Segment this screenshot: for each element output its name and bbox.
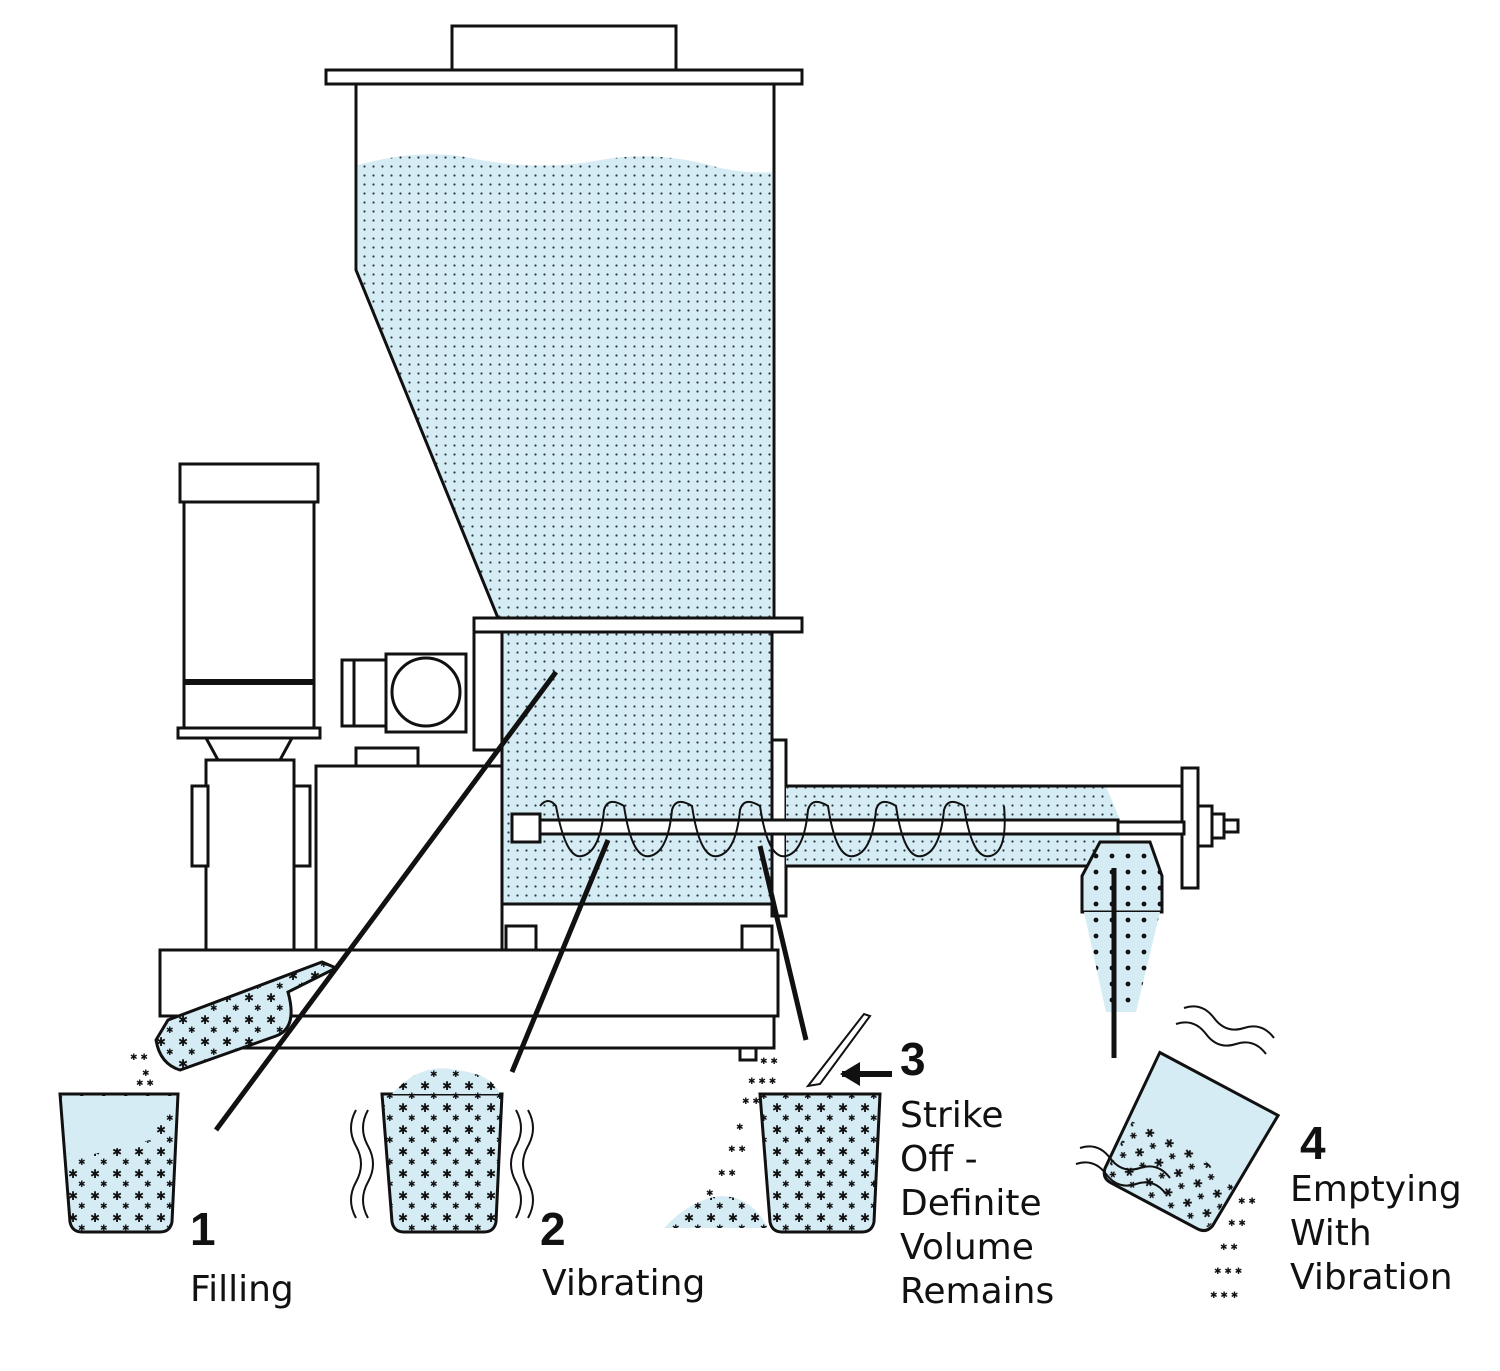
vibration-waves-right — [510, 1109, 522, 1219]
svg-text:✱ ✱ ✱: ✱ ✱ ✱ — [748, 1077, 776, 1087]
svg-text:✱ ✱: ✱ ✱ — [760, 1057, 778, 1067]
svg-text:✱: ✱ — [142, 1069, 150, 1079]
hopper-material — [358, 154, 772, 618]
container-2 — [380, 1092, 504, 1234]
svg-text:✱ ✱: ✱ ✱ — [1238, 1197, 1256, 1207]
strike-off-blade — [805, 1012, 872, 1088]
step-label-1: Filling — [190, 1269, 294, 1310]
side-plate — [472, 630, 504, 752]
vibration-waves-top — [1175, 1021, 1267, 1055]
leader-line-2 — [509, 839, 611, 1073]
auger-shaft — [536, 818, 1120, 836]
motor-coupling — [204, 758, 296, 952]
step-label-2: Vibrating — [542, 1263, 706, 1304]
vibration-waves-bottom — [1079, 1145, 1171, 1179]
step-number-3: 3 — [900, 1033, 926, 1085]
spilled-material — [664, 1196, 768, 1228]
svg-text:✱ ✱: ✱ ✱ — [718, 1169, 736, 1179]
gear-wheel — [390, 656, 462, 728]
svg-text:✱ ✱: ✱ ✱ — [136, 1079, 154, 1089]
svg-text:✱ ✱ ✱: ✱ ✱ ✱ — [1210, 1291, 1238, 1301]
step-label-4: Emptying With Vibration — [1290, 1169, 1462, 1298]
motor-body — [182, 500, 316, 730]
leader-line-3 — [757, 845, 809, 1041]
auger-flight — [539, 800, 1006, 858]
step-number-1: 1 — [190, 1203, 216, 1255]
discharge-stream — [1084, 912, 1160, 1012]
step-label-3: Strike Off - Definite Volume Remains — [900, 1095, 1055, 1312]
hopper-lid-flange — [324, 68, 804, 86]
svg-text:✱ ✱: ✱ ✱ — [130, 1053, 148, 1063]
leader-line-1 — [213, 670, 559, 1132]
scoop — [154, 960, 340, 1072]
motor-cap — [178, 462, 320, 504]
step-number-4: 4 — [1300, 1117, 1326, 1169]
agitator-motor — [340, 658, 388, 728]
container-3 — [758, 1092, 882, 1234]
svg-text:✱: ✱ — [736, 1123, 744, 1133]
vibration-waves-left — [362, 1109, 374, 1219]
discharge-spout — [1080, 840, 1164, 914]
svg-text:✱ ✱: ✱ ✱ — [1228, 1219, 1246, 1229]
svg-text:✱ ✱: ✱ ✱ — [1220, 1243, 1238, 1253]
svg-text:✱: ✱ — [706, 1189, 714, 1199]
drive-cover — [314, 764, 504, 952]
svg-text:✱ ✱: ✱ ✱ — [742, 1097, 760, 1107]
svg-text:✱ ✱ ✱: ✱ ✱ ✱ — [1214, 1267, 1242, 1277]
container-4 — [1102, 1050, 1281, 1233]
hopper-lid-cap — [450, 24, 678, 72]
agitation-chamber — [500, 630, 774, 906]
hopper-flange — [472, 616, 804, 634]
svg-text:✱ ✱: ✱ ✱ — [728, 1145, 746, 1155]
step-number-2: 2 — [540, 1203, 566, 1255]
